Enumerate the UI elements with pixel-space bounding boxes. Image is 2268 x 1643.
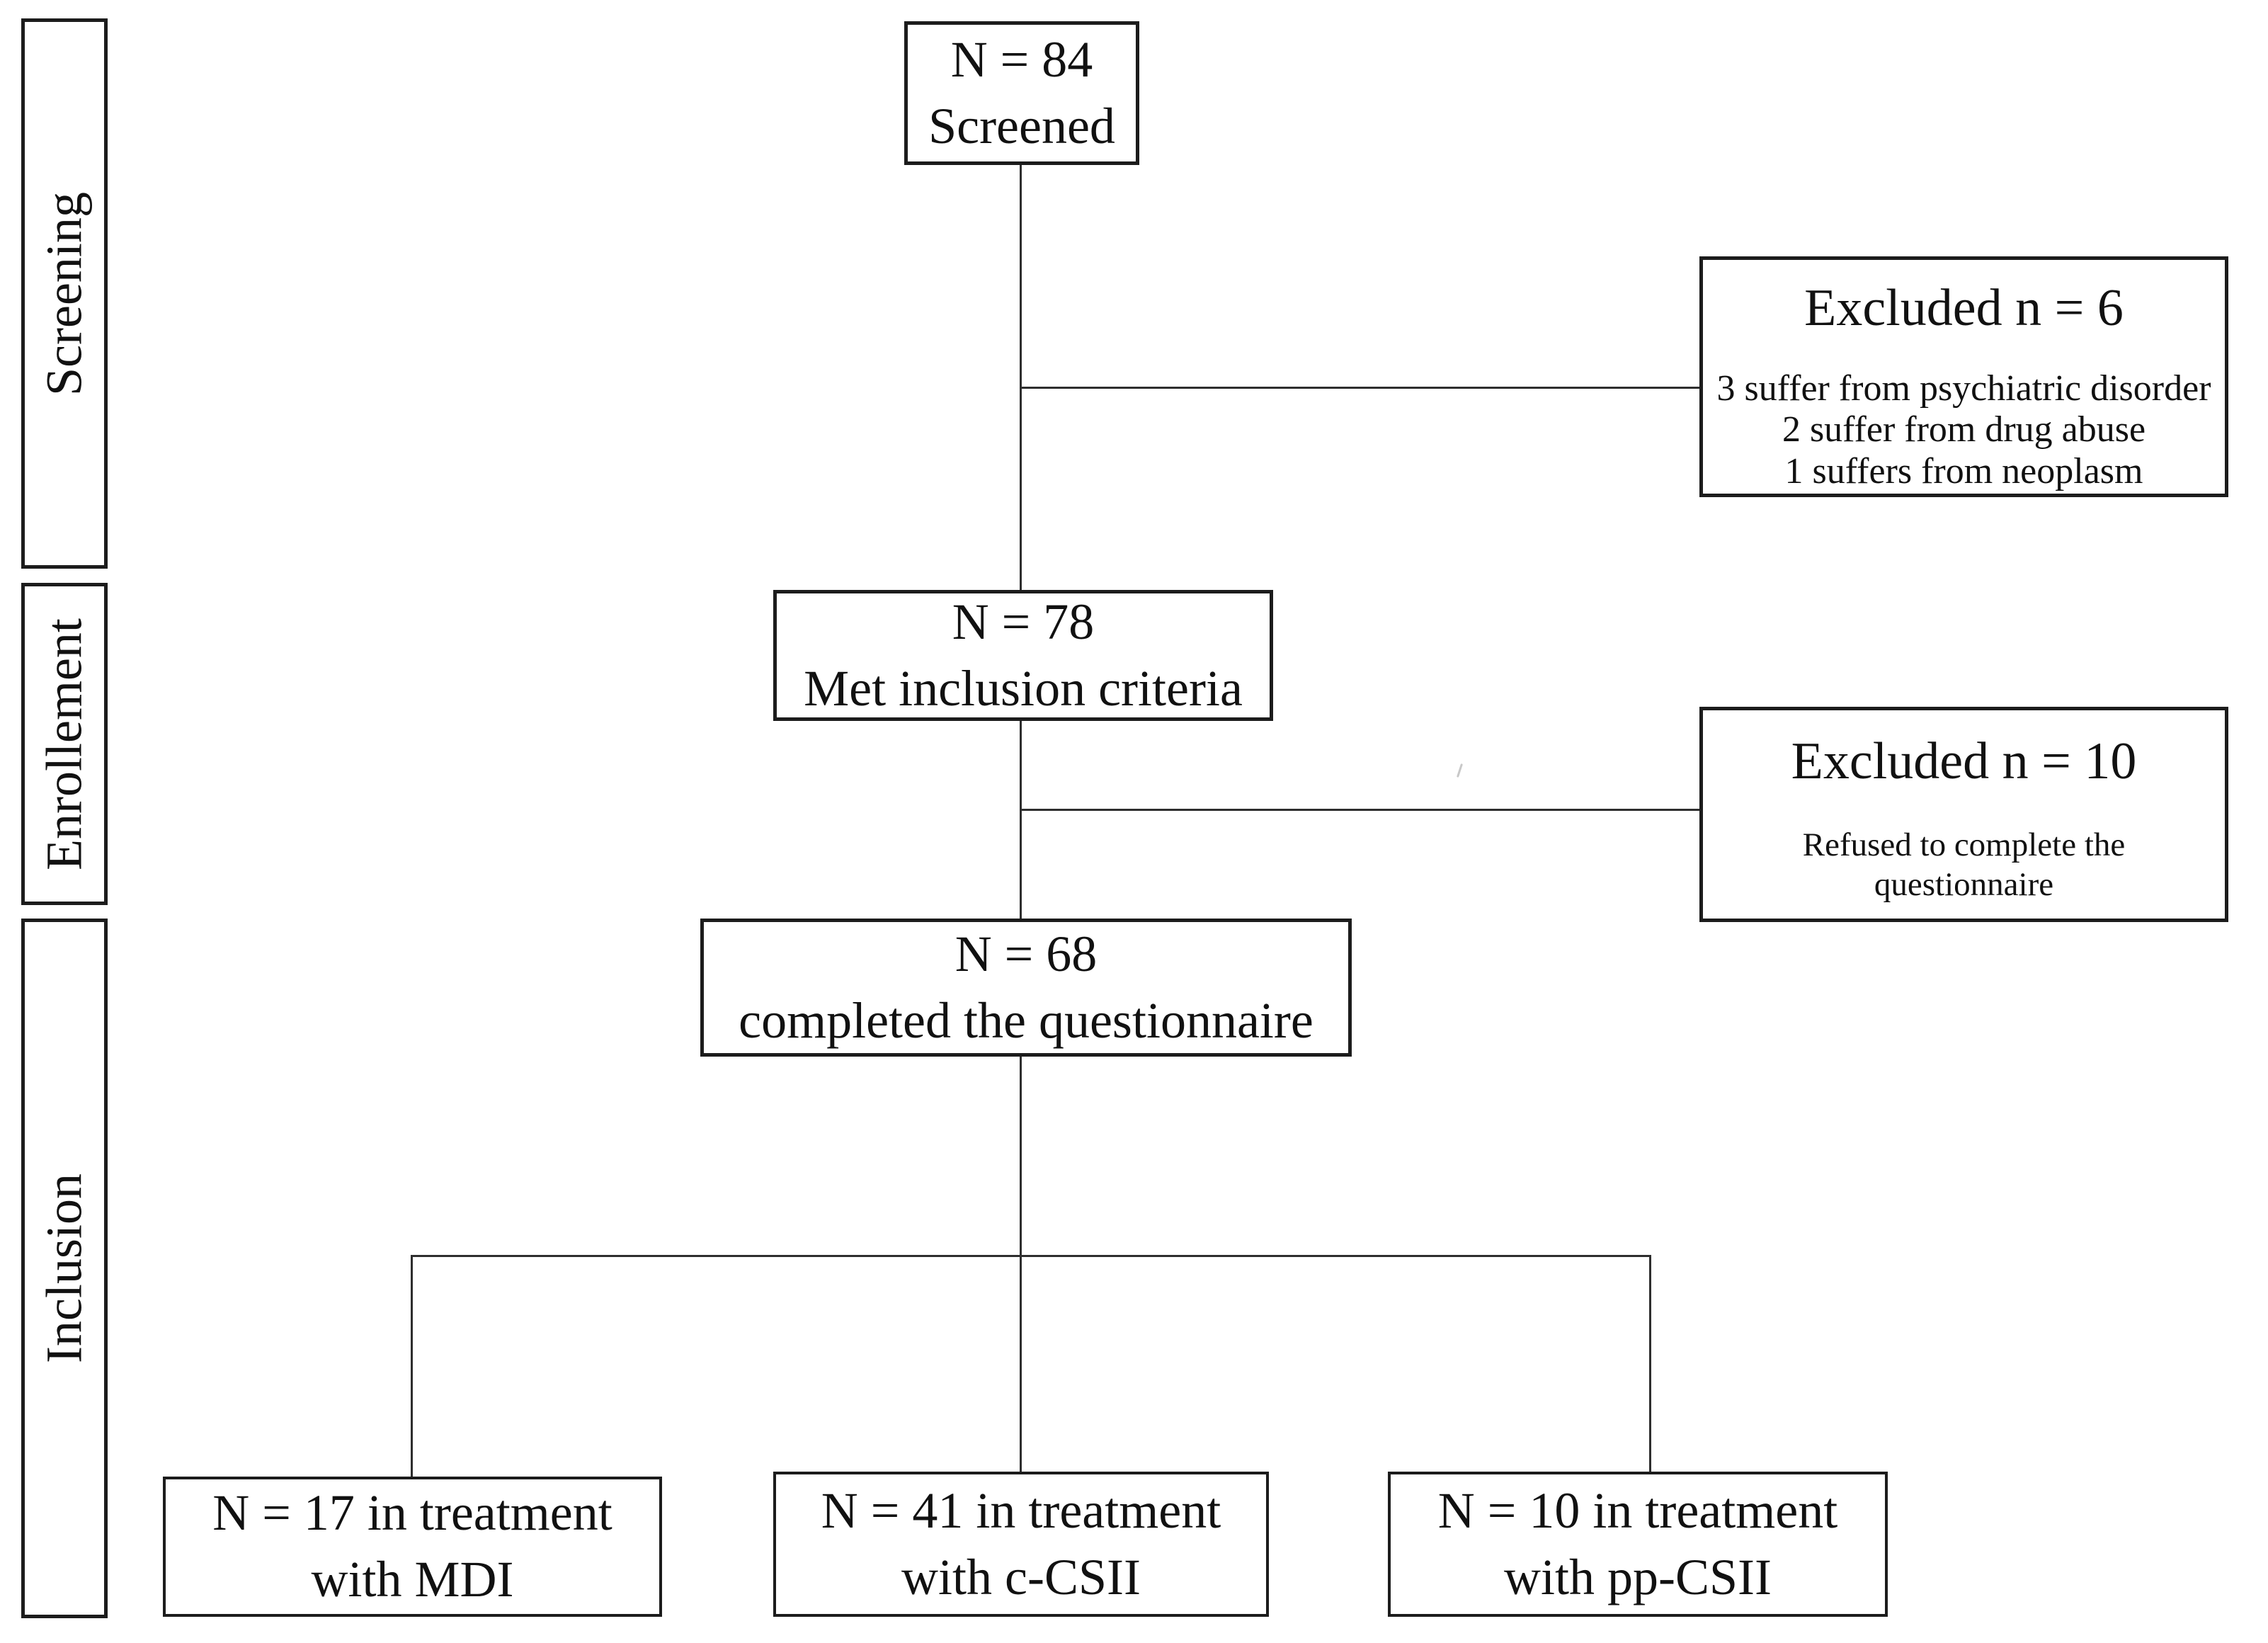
excluded-6-reasons: 3 suffer from psychiatric disorder 2 suf… — [1703, 368, 2225, 492]
stage-box-screening: Screening — [21, 18, 108, 569]
box-mdi-line2: with MDI — [311, 1551, 514, 1608]
connector-screened-to-met-inclusion — [1020, 165, 1022, 591]
box-treatment-mdi: N = 17 in treatment with MDI — [163, 1477, 662, 1617]
excluded-6-reason-3: 1 suffers from neoplasm — [1784, 450, 2143, 491]
box-pp-csii-line2: with pp-CSII — [1504, 1548, 1772, 1605]
excluded-10-title: Excluded n = 10 — [1791, 732, 2137, 790]
branch-drop-mdi — [411, 1255, 413, 1478]
excluded-10-reason: Refused to complete the questionnaire — [1703, 826, 2225, 904]
box-treatment-pp-csii: N = 10 in treatment with pp-CSII — [1388, 1472, 1888, 1617]
box-screened: N = 84 Screened — [904, 21, 1139, 165]
stage-label-enrollement: Enrollement — [35, 618, 93, 870]
connector-to-excluded-10 — [1020, 809, 1701, 811]
connector-completed-to-branch — [1020, 1055, 1022, 1473]
connector-to-excluded-6 — [1020, 387, 1701, 389]
excluded-10-reason-line1: Refused to complete the — [1802, 826, 2126, 864]
box-excluded-10: Excluded n = 10 Refused to complete the … — [1699, 707, 2228, 922]
branch-line — [411, 1255, 1651, 1257]
connector-met-inclusion-to-completed — [1020, 720, 1022, 920]
box-c-csii-line2: with c-CSII — [901, 1548, 1141, 1605]
stage-box-inclusion: Inclusion — [21, 919, 108, 1618]
box-excluded-6: Excluded n = 6 3 suffer from psychiatric… — [1699, 256, 2228, 497]
excluded-6-reason-2: 2 suffer from drug abuse — [1782, 409, 2146, 450]
box-completed-line1: N = 68 — [955, 925, 1098, 982]
box-met-inclusion-criteria: N = 78 Met inclusion criteria — [773, 590, 1273, 721]
box-met-inclusion-line1: N = 78 — [952, 593, 1095, 650]
stage-label-inclusion: Inclusion — [35, 1173, 93, 1363]
box-screened-line2: Screened — [928, 97, 1115, 154]
box-completed-line2: completed the questionnaire — [739, 991, 1313, 1049]
box-mdi-line1: N = 17 in treatment — [212, 1484, 612, 1542]
branch-drop-pp-csii — [1649, 1255, 1651, 1473]
box-completed-questionnaire: N = 68 completed the questionnaire — [700, 919, 1352, 1057]
box-c-csii-line1: N = 41 in treatment — [821, 1482, 1221, 1539]
box-screened-line1: N = 84 — [950, 30, 1093, 88]
stray-mark — [1456, 763, 1464, 778]
box-met-inclusion-line2: Met inclusion criteria — [804, 659, 1243, 717]
excluded-6-reason-1: 3 suffer from psychiatric disorder — [1716, 368, 2211, 409]
excluded-10-reason-line2: questionnaire — [1874, 865, 2054, 903]
excluded-6-title: Excluded n = 6 — [1804, 279, 2124, 337]
box-pp-csii-line1: N = 10 in treatment — [1437, 1482, 1838, 1539]
stage-box-enrollement: Enrollement — [21, 583, 108, 905]
stage-label-screening: Screening — [35, 191, 93, 396]
box-treatment-c-csii: N = 41 in treatment with c-CSII — [773, 1472, 1269, 1617]
